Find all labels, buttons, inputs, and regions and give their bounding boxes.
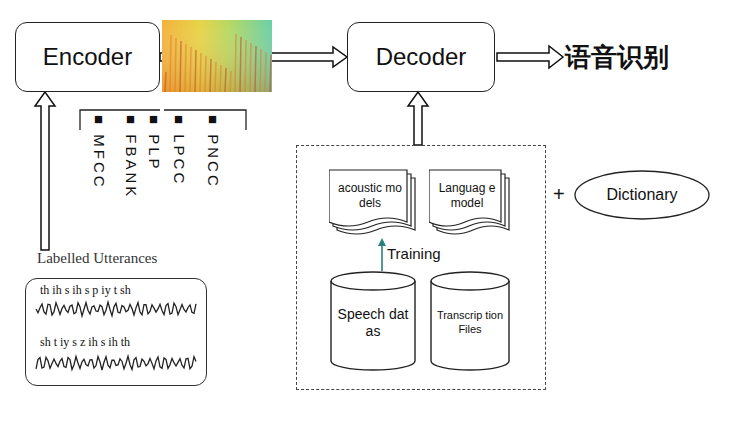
model-group: acoustic models Languag e modelSpeech dat… [296,145,546,390]
text-holder: Dictionary [584,170,700,220]
box-title: Decoder [376,43,467,71]
box-title: Encoder [43,43,132,71]
text-holder: acoustic models [337,174,403,218]
plus-sign: + [553,183,565,206]
feature-name: ■ FBANK [123,115,140,199]
decoder-box: Decoder [347,22,495,92]
feature-name: ■ PNCC [205,115,222,189]
box-heading: Labelled Utterances [25,250,207,276]
utterance-box: Labelled Utterancesth ih s ih s p iy t s… [25,250,207,386]
hollow-arrow [408,92,428,145]
phoneme-line: sh t iy s z ih s ih th [40,335,130,350]
text-holder: Speech datas [335,293,411,353]
output-arrow [497,46,563,68]
utterance-frame: th ih s ih s p iy t sh sh t iy s z ih s i… [25,278,207,386]
encoder-box: Encoder [15,22,160,92]
spectrogram [162,20,272,92]
arrow-head [378,238,386,246]
shape-label: acoustic models [337,181,403,211]
shape-label: Dictionary [606,185,677,205]
shape-label: Speech datas [335,306,411,341]
text-holder: Languag e model [437,174,497,218]
document-stack: acoustic models [329,168,417,238]
feature-name: ■ MFCC [91,115,108,190]
training-arrow [381,245,383,271]
document-stack: Languag e model [429,168,511,238]
shape-label: Languag e model [437,181,497,211]
text-holder: Transcrip tion Files [435,293,505,353]
dictionary-ellipse: Dictionary [574,170,710,220]
feature-name: ■ PLP [146,115,163,172]
database-cylinder: Speech datas [329,271,417,371]
hollow-arrow [35,92,55,250]
shape-label: Transcrip tion Files [435,309,505,337]
feature-name: ■ LPCC [171,115,188,186]
phoneme-line: th ih s ih s p iy t sh [40,283,131,298]
edge-label: Training [386,245,442,262]
database-cylinder: Transcrip tion Files [429,271,511,371]
output-label: 语音识别 [565,40,669,75]
